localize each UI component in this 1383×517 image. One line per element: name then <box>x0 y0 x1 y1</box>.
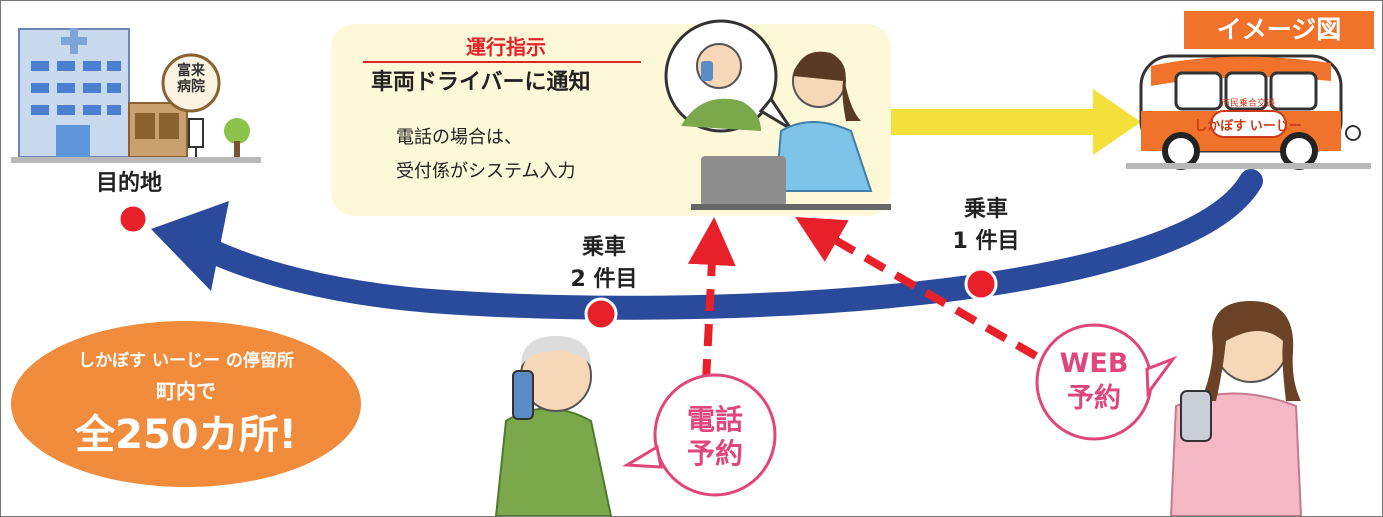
ride-2-label-line-2: 2 件目 <box>570 267 638 292</box>
ride-2-stop-dot <box>584 297 618 331</box>
yellow-arrow-body <box>891 109 1096 135</box>
svg-text:しかぼす いーじー: しかぼす いーじー <box>1194 118 1302 133</box>
operator-illustration <box>691 51 891 210</box>
image-badge: イメージ図 <box>1184 11 1374 49</box>
web-reservation-bubble <box>1035 323 1178 441</box>
route-arrow-head <box>151 201 229 291</box>
bus-illustration: しかぼす いーじー 市民乗合交通 <box>1126 54 1371 170</box>
phone-reservation-line-2: 予約 <box>686 437 743 470</box>
stops-line-2: 町内で <box>156 379 216 403</box>
elderly-man-illustration <box>494 336 613 516</box>
dispatch-heading-underline <box>363 61 641 63</box>
web-reservation-line-2: 予約 <box>1067 383 1121 414</box>
phone-reservation-bubble <box>622 373 777 497</box>
ride-1-label-line-1: 乗車 <box>963 197 1008 222</box>
hospital-sign: 富来病院 <box>177 63 205 95</box>
dispatch-note-line-2: 受付係がシステム入力 <box>396 161 576 182</box>
phone-dashed-arrow <box>687 217 736 382</box>
svg-text:市民乗合交通: 市民乗合交通 <box>1221 97 1275 108</box>
dispatch-subheading: 車両ドライバーに通知 <box>371 70 591 95</box>
stops-line-3: 全250カ所! <box>75 412 297 458</box>
stops-info-oval <box>11 321 361 487</box>
phone-reservation-line-1: 電話 <box>686 403 743 436</box>
ride-1-stop-dot <box>964 267 998 301</box>
web-reservation-line-1: WEB <box>1059 348 1129 379</box>
ride-1-label-line-2: 1 件目 <box>952 229 1020 254</box>
yellow-arrow-head <box>1093 89 1141 155</box>
destination-stop-dot <box>117 203 149 235</box>
ride-2-label-line-1: 乗車 <box>581 235 626 260</box>
stops-line-1: しかぼす いーじー の停留所 <box>78 351 294 371</box>
operator-speech-bubble <box>664 19 793 133</box>
web-dashed-arrow <box>795 217 1038 360</box>
hospital-illustration <box>11 28 261 163</box>
woman-illustration <box>1169 301 1303 516</box>
dispatch-heading: 運行指示 <box>466 35 546 59</box>
destination-label: 目的地 <box>96 171 163 196</box>
dispatch-note-line-1: 電話の場合は、 <box>396 127 522 148</box>
